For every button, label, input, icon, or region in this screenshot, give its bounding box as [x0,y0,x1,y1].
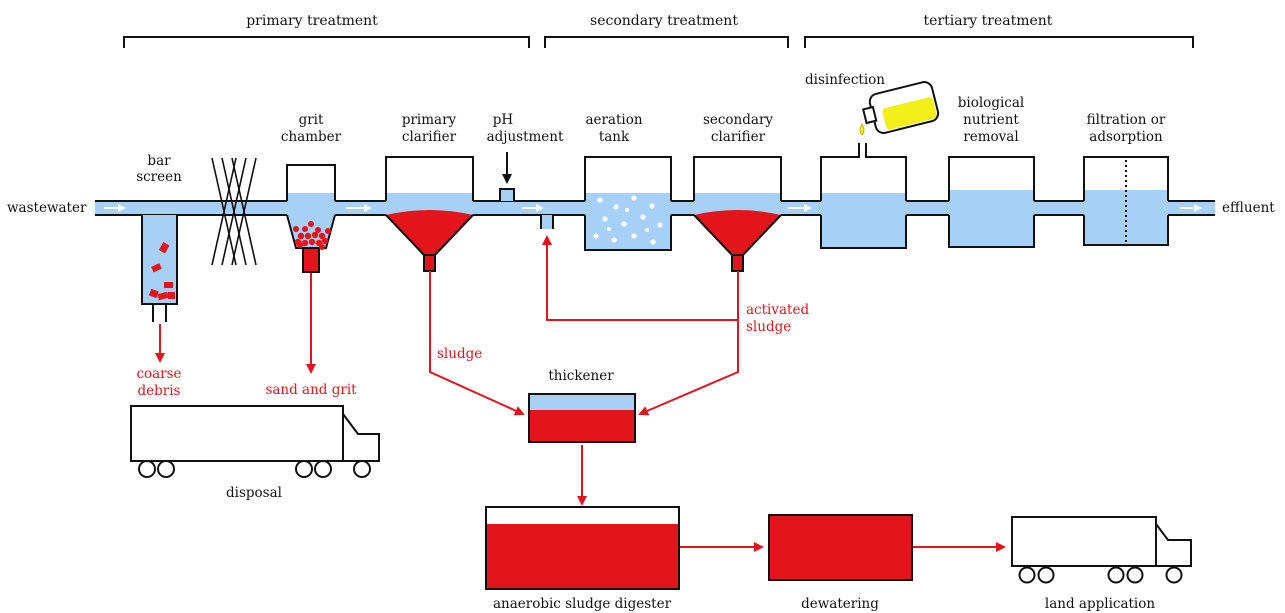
stage-label-primary: primary treatment [246,13,378,29]
land-application-truck-icon [1011,516,1192,584]
filtration-tank [1083,156,1169,246]
secondary-clarifier [693,156,782,272]
biological-nutrient-removal-tank [948,156,1035,248]
label-land-application: land application [1045,596,1155,612]
stage-bracket-secondary [544,36,789,48]
grit-chamber [286,164,336,273]
label-coarse-debris-line2: debris [138,383,181,399]
flow-arrows [104,204,1202,212]
label-bar-screen-line1: bar [147,153,171,169]
label-disinfection: disinfection [805,72,885,88]
label-bar-screen-line2: screen [136,169,182,185]
primary-clarifier [385,156,474,272]
disposal-truck-icon [130,405,380,478]
sludge-flow-lines [155,235,1006,552]
label-grit-chamber-line1: grit [299,112,324,128]
return-inlet [540,215,554,229]
stage-label-tertiary: tertiary treatment [924,13,1053,29]
label-grit-chamber-line2: chamber [281,129,342,145]
label-ph-adjustment-line2: adjustment [487,129,564,145]
label-thickener: thickener [548,368,614,384]
label-secondary-clarifier-line1: secondary [703,112,773,128]
stage-label-secondary: secondary treatment [590,13,738,29]
label-coarse-debris-line1: coarse [136,366,181,382]
label-primary-clarifier-line2: clarifier [402,129,457,145]
label-aeration-tank-line2: tank [599,129,630,145]
bar-screen-well [141,215,178,322]
label-wastewater: wastewater [7,200,87,216]
label-sludge: sludge [437,346,482,362]
label-activated-sludge-line2: sludge [746,319,791,335]
ph-adjustment-port [499,152,515,201]
label-filtration-line2: adsorption [1089,129,1163,145]
label-bnr-line3: removal [963,129,1018,145]
label-bnr-line1: biological [958,95,1024,111]
anaerobic-sludge-digester [485,506,680,590]
stage-bracket-primary [123,36,530,48]
aeration-tank [584,156,672,251]
stage-bracket-tertiary [804,36,1194,48]
label-sand-and-grit: sand and grit [265,382,357,398]
dewatering-unit [768,514,913,581]
label-effluent: effluent [1222,200,1275,216]
disinfectant-bottle-icon [861,81,940,134]
label-dewatering: dewatering [801,596,879,612]
label-primary-clarifier-line1: primary [402,112,457,128]
disinfection-tank [820,143,907,249]
label-aeration-tank-line1: aeration [585,112,642,128]
label-digester: anaerobic sludge digester [493,596,672,612]
label-bnr-line2: nutrient [963,112,1019,128]
label-filtration-line1: filtration or [1087,112,1166,128]
label-ph-adjustment-line1: pH [493,112,514,128]
label-activated-sludge-line1: activated [746,302,809,318]
disinfectant-drop-icon [859,123,865,136]
thickener [528,393,636,443]
label-secondary-clarifier-line2: clarifier [711,129,766,145]
label-disposal: disposal [226,485,282,501]
bar-screen-lattice [211,157,257,266]
